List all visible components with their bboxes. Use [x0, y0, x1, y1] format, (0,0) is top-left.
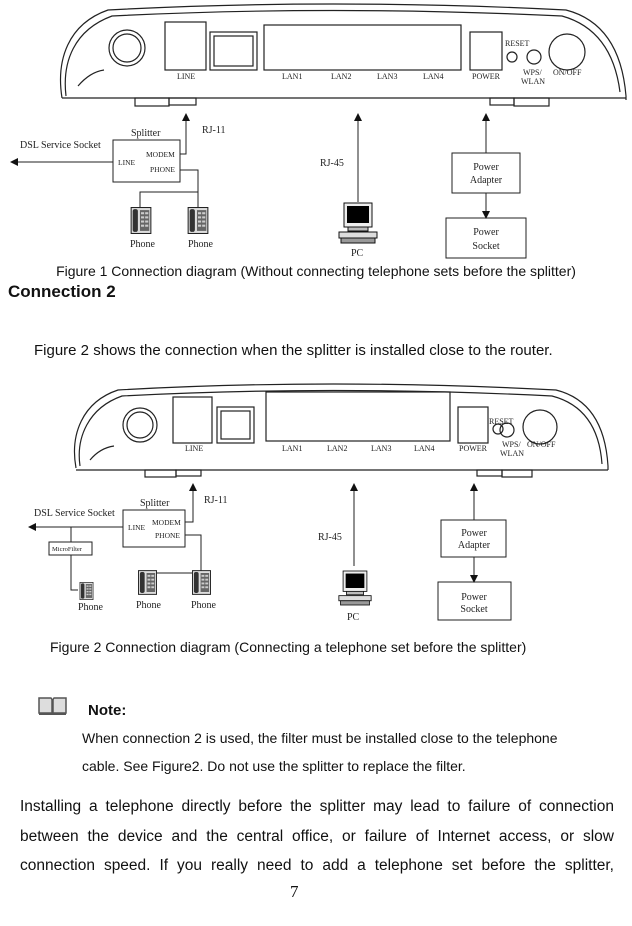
power-socket-label: Power	[473, 227, 499, 238]
power-adapter-label: Adapter	[470, 175, 503, 186]
port-label-power: POWER	[472, 72, 501, 81]
power-adapter-label: Power	[461, 528, 487, 539]
note-line: When connection 2 is used, the filter mu…	[82, 730, 558, 746]
splitter-line-port: LINE	[118, 158, 135, 167]
splitter-modem-port: MODEM	[146, 150, 175, 159]
power-socket-box	[437, 581, 512, 621]
port-label-line: LINE	[177, 72, 195, 81]
power-socket-label: Socket	[460, 604, 487, 615]
splitter-modem-port: MODEM	[152, 518, 181, 527]
pc-icon	[338, 202, 378, 244]
power-adapter-label: Adapter	[458, 540, 491, 551]
phone-label: Phone	[191, 600, 217, 611]
figure-2-connection-diagram: LINE LAN1 LAN2 LAN3 LAN4 POWER RESET WPS…	[28, 383, 609, 623]
note-title: Note:	[88, 702, 127, 719]
dsl-socket-label: DSL Service Socket	[20, 140, 101, 151]
router-rear-panel	[73, 383, 609, 478]
splitter-box	[112, 139, 181, 183]
phone-icon	[79, 582, 94, 600]
figure-1-connection-diagram: LINE LAN1 LAN2 LAN3 LAN4 POWER RESET WPS…	[10, 3, 627, 259]
port-label-lan1: LAN1	[282, 444, 302, 453]
power-adapter-label: Power	[473, 162, 499, 173]
pc-icon	[338, 570, 372, 606]
port-label-lan2: LAN2	[331, 72, 351, 81]
rj11-cable	[185, 483, 197, 523]
phone-icon	[187, 207, 209, 234]
pc-label: PC	[347, 612, 360, 623]
phone-label: Phone	[136, 600, 162, 611]
section-intro: Figure 2 shows the connection when the s…	[34, 342, 553, 359]
rj11-label: RJ-11	[202, 125, 226, 136]
phone-icon	[130, 207, 152, 234]
figure-1-caption: Figure 1 Connection diagram (Without con…	[56, 263, 576, 279]
port-label-wps: WPS/	[502, 440, 521, 449]
port-label-lan3: LAN3	[371, 444, 391, 453]
port-label-reset: RESET	[505, 39, 530, 48]
splitter-box	[122, 509, 186, 548]
splitter-line-port: LINE	[128, 523, 145, 532]
phone-cable	[139, 169, 199, 207]
port-label-wlan: WLAN	[500, 449, 524, 458]
phone-icon	[138, 570, 157, 595]
figure-2-caption: Figure 2 Connection diagram (Connecting …	[50, 639, 527, 655]
port-label-wlan: WLAN	[521, 77, 545, 86]
port-label-lan4: LAN4	[423, 72, 443, 81]
phone-label: Phone	[78, 602, 104, 613]
port-label-onoff: ON/OFF	[553, 68, 582, 77]
rj11-cable	[180, 113, 190, 155]
port-label-lan3: LAN3	[377, 72, 397, 81]
power-adapter-box	[440, 519, 507, 558]
dsl-socket-label: DSL Service Socket	[34, 508, 115, 519]
pc-label: PC	[351, 248, 364, 259]
note-body: When connection 2 is used, the filter mu…	[82, 724, 622, 780]
phone-icon	[192, 570, 211, 595]
port-label-reset: RESET	[489, 417, 514, 426]
splitter-label: Splitter	[131, 128, 161, 139]
book-icon	[38, 697, 67, 715]
port-label-lan4: LAN4	[414, 444, 434, 453]
port-label-wps: WPS/	[523, 68, 542, 77]
port-label-lan2: LAN2	[327, 444, 347, 453]
note-line: cable. See Figure2. Do not use the split…	[82, 758, 466, 774]
splitter-phone-port: PHONE	[150, 165, 175, 174]
port-label-lan1: LAN1	[282, 72, 302, 81]
router-rear-panel	[59, 3, 627, 107]
power-socket-label: Socket	[472, 241, 499, 252]
phone-label: Phone	[188, 239, 214, 250]
phone-label: Phone	[130, 239, 156, 250]
power-socket-box	[445, 217, 527, 259]
splitter-label: Splitter	[140, 498, 170, 509]
section-heading: Connection 2	[8, 282, 116, 301]
rj45-label: RJ-45	[318, 532, 342, 543]
port-label-onoff: ON/OFF	[527, 440, 556, 449]
body-paragraph: Installing a telephone directly before t…	[20, 798, 614, 874]
port-label-power: POWER	[459, 444, 488, 453]
rj11-label: RJ-11	[204, 495, 228, 506]
rj45-label: RJ-45	[320, 158, 344, 169]
splitter-phone-port: PHONE	[155, 531, 180, 540]
page-number: 7	[290, 882, 299, 901]
port-label-line: LINE	[185, 444, 203, 453]
microfilter-label: MicroFilter	[52, 546, 83, 553]
power-adapter-box	[451, 152, 521, 194]
power-socket-label: Power	[461, 592, 487, 603]
